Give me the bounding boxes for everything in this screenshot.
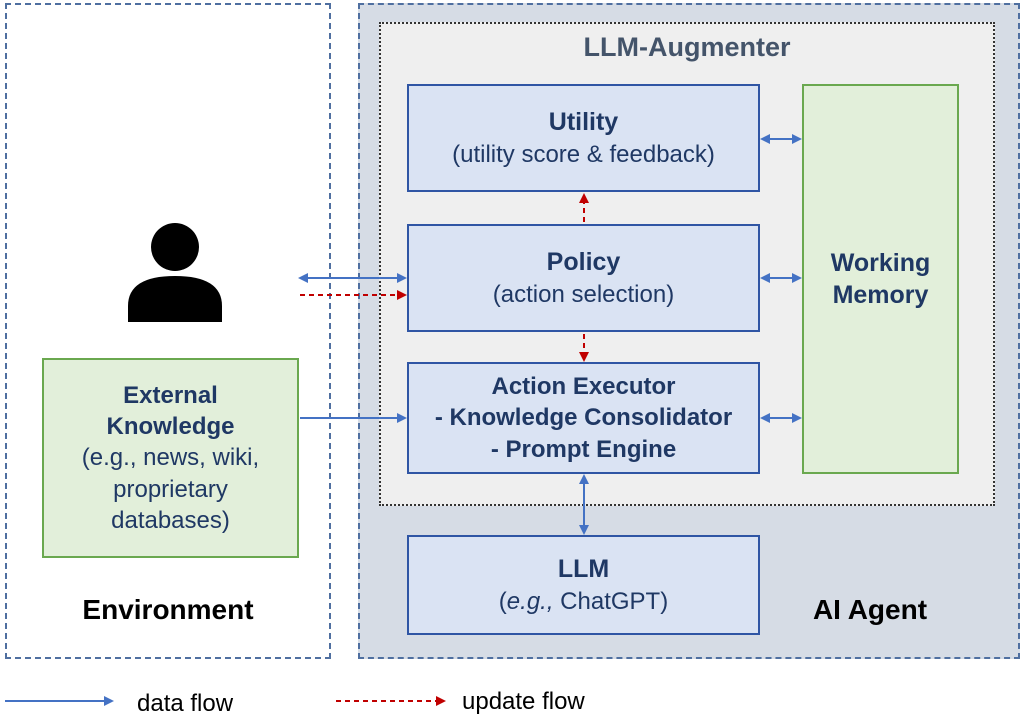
- llm-module: LLM (e.g., ChatGPT): [407, 535, 760, 635]
- knowledge-consolidator-label: - Knowledge Consolidator: [434, 404, 733, 432]
- utility-module: Utility (utility score & feedback): [407, 84, 760, 192]
- working-memory-line2: Memory: [832, 281, 929, 309]
- external-knowledge-line1: External: [123, 382, 218, 410]
- utility-title: Utility: [548, 108, 619, 137]
- llm-augmenter-title: LLM-Augmenter: [583, 32, 791, 62]
- policy-subtitle: (action selection): [492, 280, 675, 308]
- environment-label: Environment: [82, 594, 254, 625]
- external-knowledge-line4: proprietary: [113, 475, 228, 503]
- action-executor-title: Action Executor: [491, 373, 676, 401]
- llm-title: LLM: [557, 555, 610, 584]
- person-icon: [128, 223, 222, 322]
- legend-update-flow-label: update flow: [462, 688, 585, 715]
- utility-subtitle: (utility score & feedback): [452, 140, 715, 168]
- external-knowledge-line2: Knowledge: [106, 413, 235, 441]
- environment-box: [5, 3, 331, 659]
- legend-data-flow-label: data flow: [137, 690, 234, 717]
- external-knowledge-line5: databases): [111, 506, 230, 534]
- llm-subtitle-open: (: [498, 587, 507, 615]
- ai-agent-label: AI Agent: [812, 594, 928, 625]
- working-memory-line1: Working: [830, 248, 931, 277]
- policy-module: Policy (action selection): [407, 224, 760, 332]
- external-knowledge-line3: (e.g., news, wiki,: [81, 444, 260, 472]
- action-executor-module: Action Executor - Knowledge Consolidator…: [407, 362, 760, 474]
- llm-subtitle: (e.g., ChatGPT): [499, 586, 668, 617]
- policy-title: Policy: [546, 248, 621, 277]
- prompt-engine-label: - Prompt Engine: [490, 435, 677, 463]
- external-knowledge-box: External Knowledge (e.g., news, wiki, pr…: [42, 358, 299, 558]
- working-memory-module: Working Memory: [802, 84, 959, 474]
- llm-subtitle-eg: e.g.,: [506, 587, 554, 615]
- llm-subtitle-rest: ChatGPT): [553, 587, 669, 615]
